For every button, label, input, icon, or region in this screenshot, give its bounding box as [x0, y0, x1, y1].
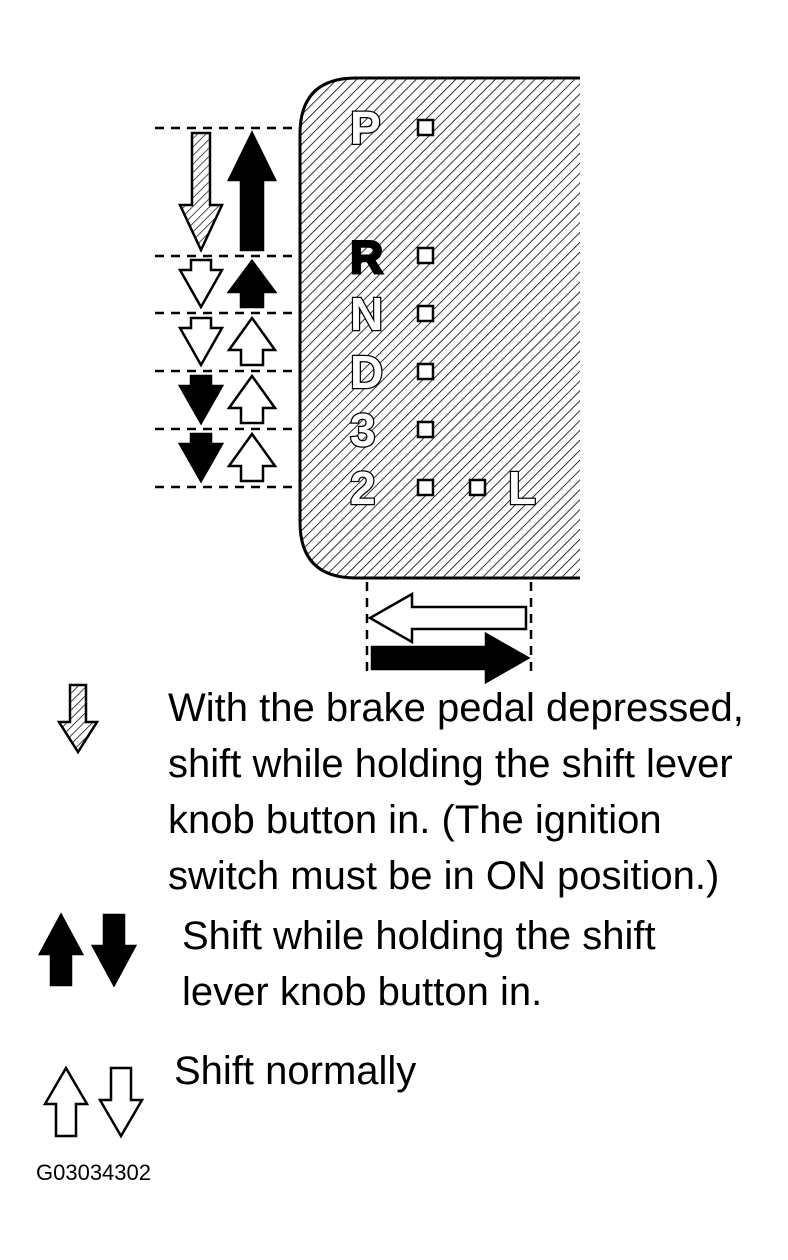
downshift-arrows: [177, 131, 225, 484]
legend-text-brake: With the brake pedal depressed, shift wh…: [168, 680, 744, 904]
shift-gate-panel: [298, 76, 580, 580]
legend-line: Shift normally: [174, 1049, 417, 1093]
outline-up-arrow-icon: [42, 1065, 90, 1138]
gate-labels: P R N D 3 2 L: [349, 101, 538, 516]
lateral-shift-indicator: [365, 582, 533, 685]
legend-text-button: Shift while holding the shift lever knob…: [182, 908, 656, 1020]
gate-label-l: L: [508, 462, 536, 514]
outline-down-arrow-icon: [177, 258, 225, 310]
legend-line: Shift while holding the shift: [182, 914, 656, 958]
upshift-arrows: [226, 130, 278, 483]
legend-text-normal: Shift normally: [174, 1043, 416, 1099]
legend-line: knob button in. (The ignition: [168, 798, 662, 842]
solid-up-arrow-icon: [226, 130, 278, 252]
gate-label-p: P: [350, 102, 381, 154]
legend-line: switch must be in ON position.): [168, 854, 720, 898]
outline-up-arrow-icon: [226, 431, 278, 483]
legend-line: shift while holding the shift lever: [168, 742, 733, 786]
solid-up-arrow-icon: [226, 258, 278, 309]
gate-label-2: 2: [350, 462, 376, 514]
position-guide-lines: [155, 126, 292, 489]
legend-line: lever knob button in.: [182, 970, 543, 1014]
outline-down-arrow-icon: [177, 316, 225, 368]
solid-down-arrow-icon: [177, 432, 225, 484]
position-markers: [416, 118, 487, 497]
solid-up-arrow-icon: [37, 912, 85, 987]
figure-id: G03034302: [36, 1160, 151, 1185]
solid-right-arrow-icon: [370, 631, 531, 685]
legend-icons: [37, 683, 145, 1139]
gate-label-3: 3: [350, 404, 376, 456]
hatched-down-arrow-icon: [56, 683, 100, 755]
gate-label-r: R: [350, 231, 383, 283]
gate-label-n: N: [350, 288, 383, 340]
outline-up-arrow-icon: [226, 373, 278, 425]
outline-down-arrow-icon: [97, 1066, 145, 1139]
hatched-down-arrow-icon: [178, 131, 224, 253]
solid-down-arrow-icon: [90, 913, 138, 988]
solid-down-arrow-icon: [177, 374, 225, 426]
legend-line: With the brake pedal depressed,: [168, 686, 744, 730]
outline-up-arrow-icon: [226, 315, 278, 367]
outline-left-arrow-icon: [367, 591, 528, 645]
gate-label-d: D: [350, 346, 383, 398]
